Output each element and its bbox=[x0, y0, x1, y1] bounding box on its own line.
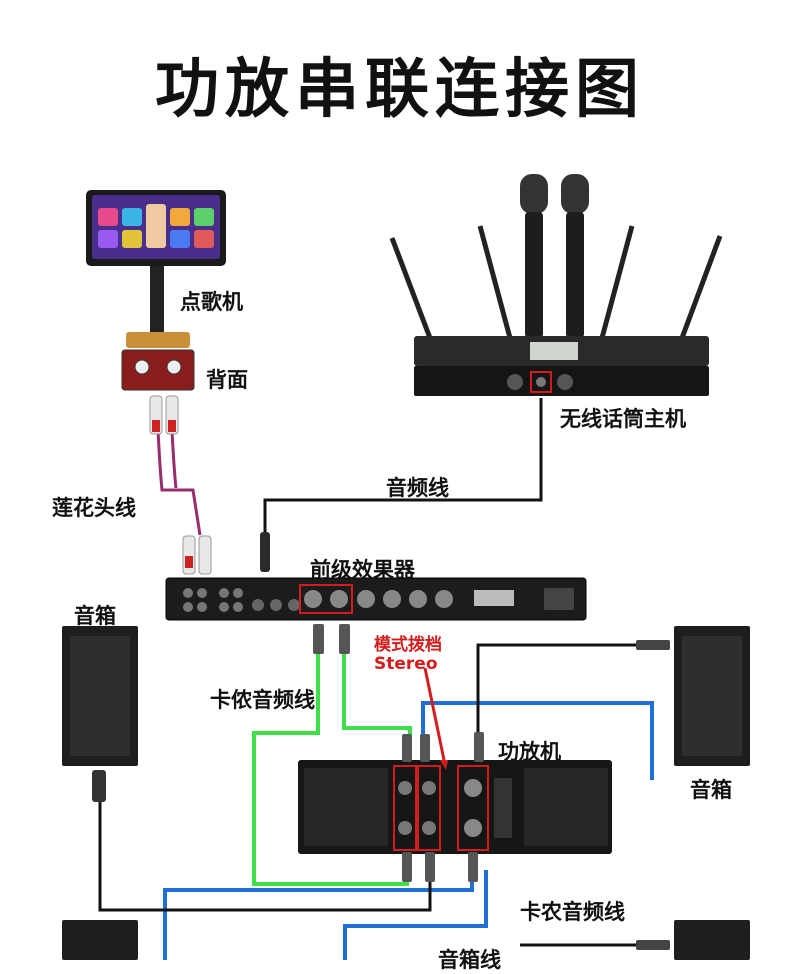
jukebox-back-label: 背面 bbox=[206, 368, 248, 392]
speaker-bottom-right bbox=[674, 920, 750, 960]
jukebox-label: 点歌机 bbox=[180, 290, 243, 314]
audio-cable-plug bbox=[260, 532, 270, 572]
rca-cable bbox=[156, 429, 202, 536]
speaker-cable-label: 音箱线 bbox=[438, 948, 501, 972]
rca-cable-label: 莲花头线 bbox=[52, 496, 136, 520]
mode-switch-label: 模式拨档 bbox=[374, 635, 442, 655]
wireless-mic-label: 无线话筒主机 bbox=[560, 407, 686, 431]
preamp-label: 前级效果器 bbox=[310, 558, 415, 582]
xlr-cable-right bbox=[476, 643, 650, 740]
speaker-top-left bbox=[62, 626, 138, 802]
speaker-top-right bbox=[674, 626, 750, 766]
audio-cable bbox=[263, 398, 543, 555]
mode-value-label: Stereo bbox=[374, 654, 438, 674]
amplifier-device bbox=[298, 732, 612, 882]
speaker-bottom-left bbox=[62, 920, 138, 960]
page-title: 功放串联连接图 bbox=[155, 53, 645, 127]
preamp-device bbox=[165, 577, 587, 621]
jukebox-device bbox=[86, 190, 226, 348]
speaker-top-right-label: 音箱 bbox=[690, 778, 732, 802]
xlr-cable-bottom bbox=[98, 800, 432, 912]
audio-cable-label: 音频线 bbox=[386, 476, 449, 500]
wireless-mic-device bbox=[389, 174, 723, 396]
speaker-top-left-label: 音箱 bbox=[74, 604, 116, 628]
amplifier-label: 功放机 bbox=[498, 740, 561, 764]
speaker-cable-top bbox=[421, 701, 654, 780]
mode-switch-arrow bbox=[423, 667, 446, 761]
jukebox-back-panel bbox=[121, 349, 195, 391]
xlr-cable-left-label: 卡侬音频线 bbox=[210, 688, 315, 712]
xlr-cable-bottom-label: 卡农音频线 bbox=[520, 900, 625, 924]
